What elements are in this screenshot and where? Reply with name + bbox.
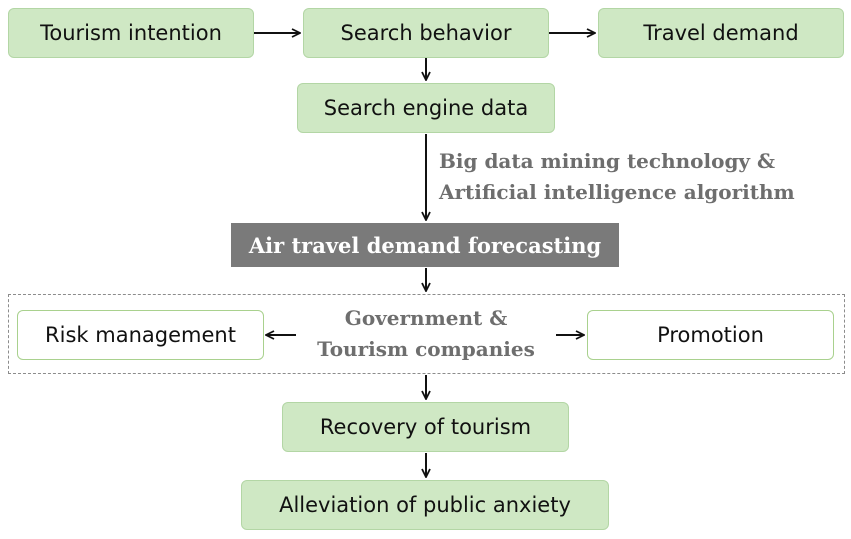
- node-label: Search behavior: [340, 21, 512, 45]
- node-search-engine-data: Search engine data: [297, 83, 555, 133]
- node-label: Search engine data: [323, 96, 529, 120]
- node-tourism-intention: Tourism intention: [8, 8, 254, 58]
- node-search-behavior: Search behavior: [303, 8, 549, 58]
- stakeholder-group: [8, 294, 845, 374]
- node-label: Recovery of tourism: [319, 415, 532, 439]
- node-promotion: Promotion: [587, 310, 834, 360]
- stakeholders-label: Government & Tourism companies: [296, 303, 556, 365]
- node-travel-demand: Travel demand: [598, 8, 844, 58]
- technology-label-line2: Artificial intelligence algorithm: [439, 180, 795, 204]
- node-recovery-of-tourism: Recovery of tourism: [282, 402, 569, 452]
- node-label: Promotion: [657, 323, 764, 347]
- node-label: Travel demand: [643, 21, 799, 45]
- node-label: Air travel demand forecasting: [248, 232, 602, 258]
- node-label: Alleviation of public anxiety: [279, 493, 571, 517]
- stakeholders-label-line2: Tourism companies: [317, 337, 535, 361]
- node-label: Tourism intention: [40, 21, 222, 45]
- node-risk-management: Risk management: [17, 310, 264, 360]
- node-alleviation-of-anxiety: Alleviation of public anxiety: [241, 480, 609, 530]
- stakeholders-label-line1: Government &: [344, 306, 508, 330]
- technology-label-line1: Big data mining technology &: [439, 149, 776, 173]
- node-air-travel-forecasting: Air travel demand forecasting: [231, 223, 619, 267]
- technology-label: Big data mining technology & Artificial …: [439, 146, 795, 208]
- node-label: Risk management: [45, 323, 236, 347]
